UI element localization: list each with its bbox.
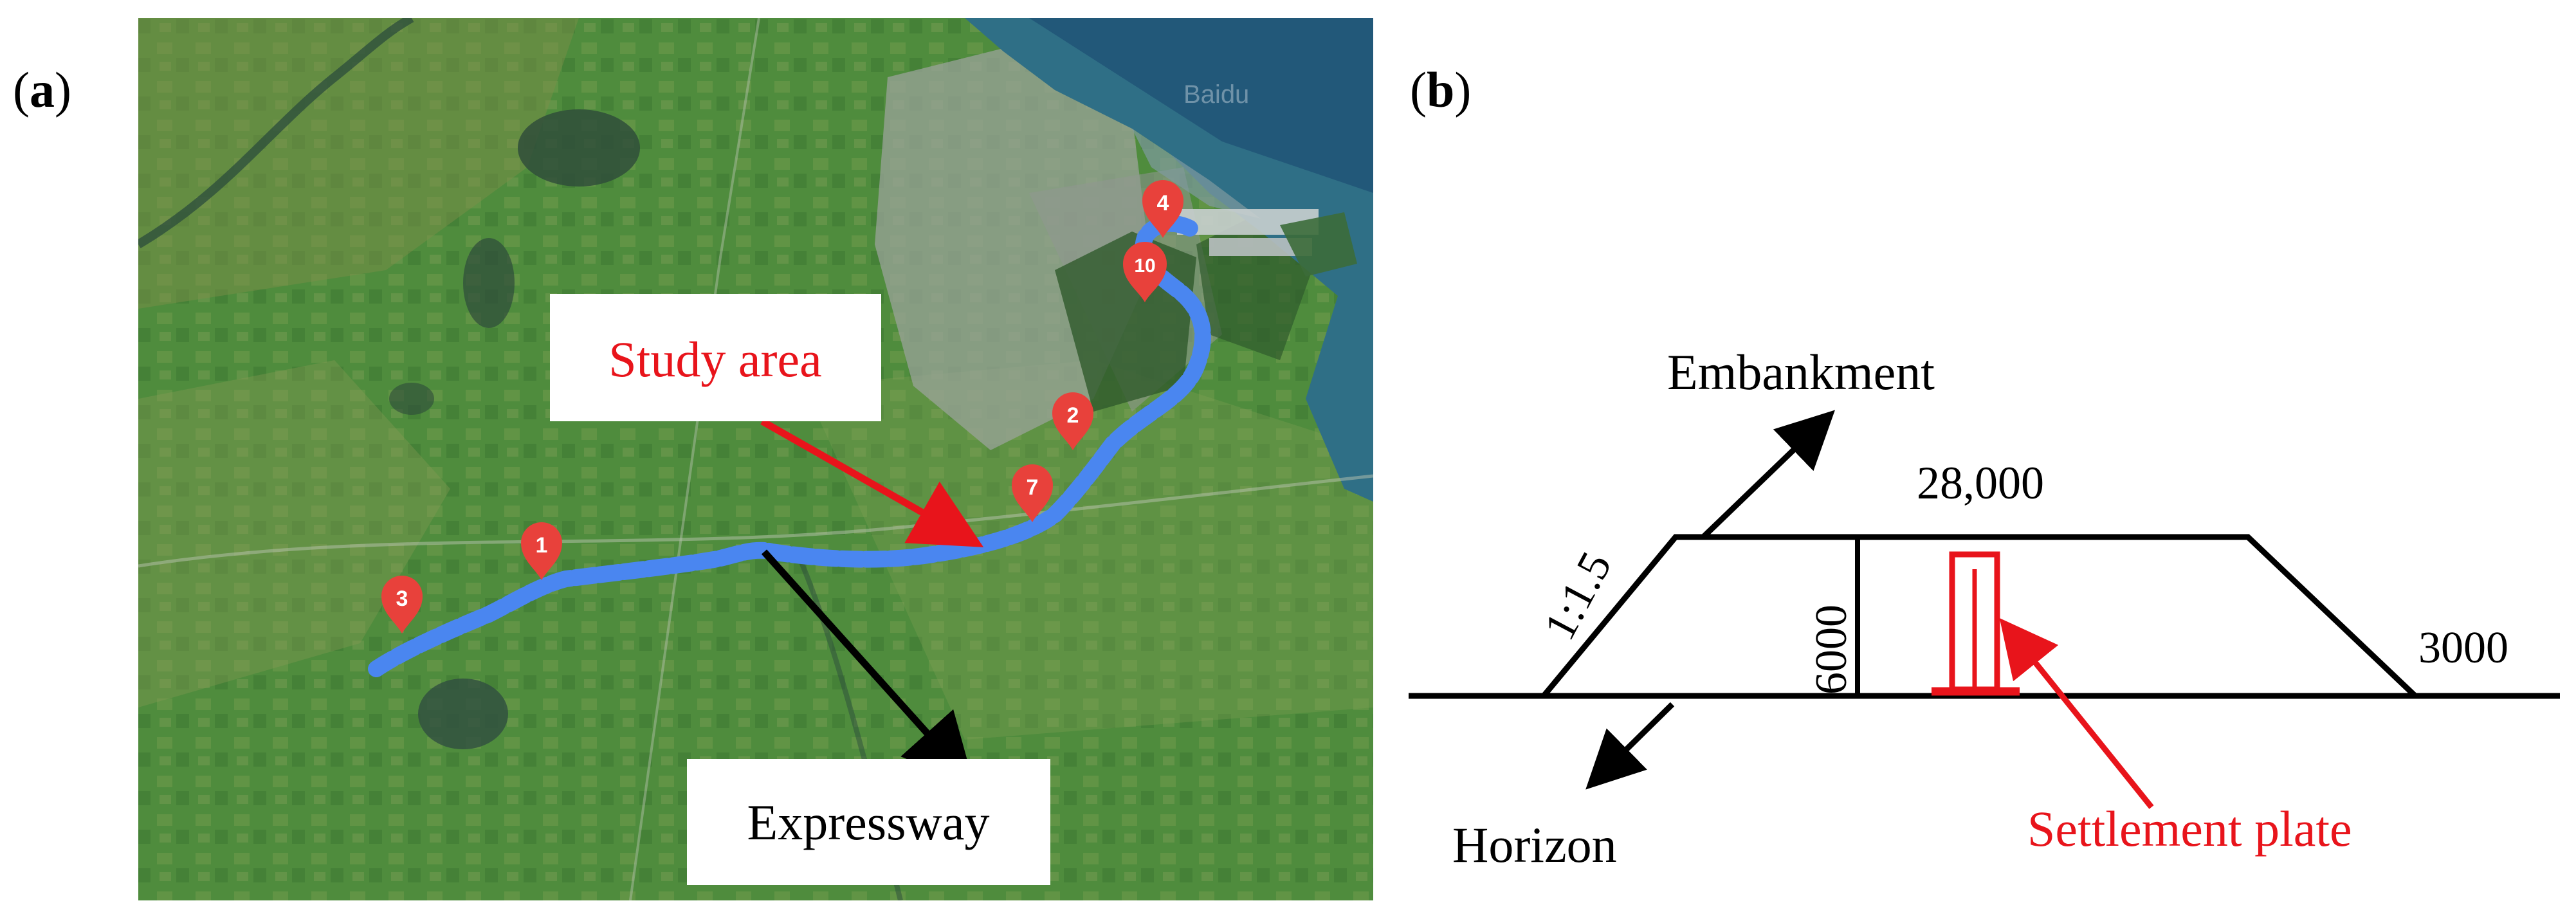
settlement-plate-icon: [1932, 551, 2020, 696]
route-marker: 4: [1142, 180, 1183, 238]
panel-a-label: (a): [13, 62, 71, 118]
marker-label: 3: [396, 587, 408, 611]
map-watermark: Baidu: [1183, 80, 1249, 109]
marker-label: 10: [1134, 255, 1155, 277]
route-marker: 10: [1123, 242, 1167, 302]
height-label: 6000: [1807, 605, 1856, 695]
expressway-route: [368, 215, 1211, 677]
slope-ratio-label: 1:1.5: [1535, 544, 1621, 648]
study-area-callout: Study area: [608, 331, 821, 387]
settlement-plate-label: Settlement plate: [2027, 801, 2352, 857]
embankment-outline: [1541, 534, 2418, 698]
marker-label: 2: [1067, 403, 1079, 428]
study-area-arrow: [760, 418, 984, 547]
embankment-arrow: [1701, 410, 1835, 540]
route-marker: 1: [521, 522, 562, 580]
right-value-label: 3000: [2418, 623, 2508, 673]
marker-label: 7: [1027, 475, 1039, 500]
expressway-callout: Expressway: [747, 794, 990, 850]
embankment-label: Embankment: [1667, 344, 1935, 400]
expressway-callout-box: [687, 759, 1050, 885]
embankment-diagram: [1409, 410, 2560, 790]
horizon-label: Horizon: [1452, 817, 1617, 873]
marker-label: 1: [536, 533, 548, 558]
satellite-map: Baidu: [138, 18, 1373, 900]
study-area-callout-box: [550, 294, 881, 421]
marker-label: 4: [1157, 191, 1169, 215]
settlement-plate-arrow: [1999, 617, 2154, 809]
top-width-label: 28,000: [1917, 457, 2044, 509]
panel-b-label: (b): [1410, 62, 1472, 118]
route-marker: 3: [381, 576, 423, 634]
route-marker: 2: [1052, 392, 1093, 450]
route-marker: 7: [1012, 464, 1053, 522]
expressway-arrow: [761, 549, 974, 786]
horizon-arrow: [1585, 702, 1675, 790]
